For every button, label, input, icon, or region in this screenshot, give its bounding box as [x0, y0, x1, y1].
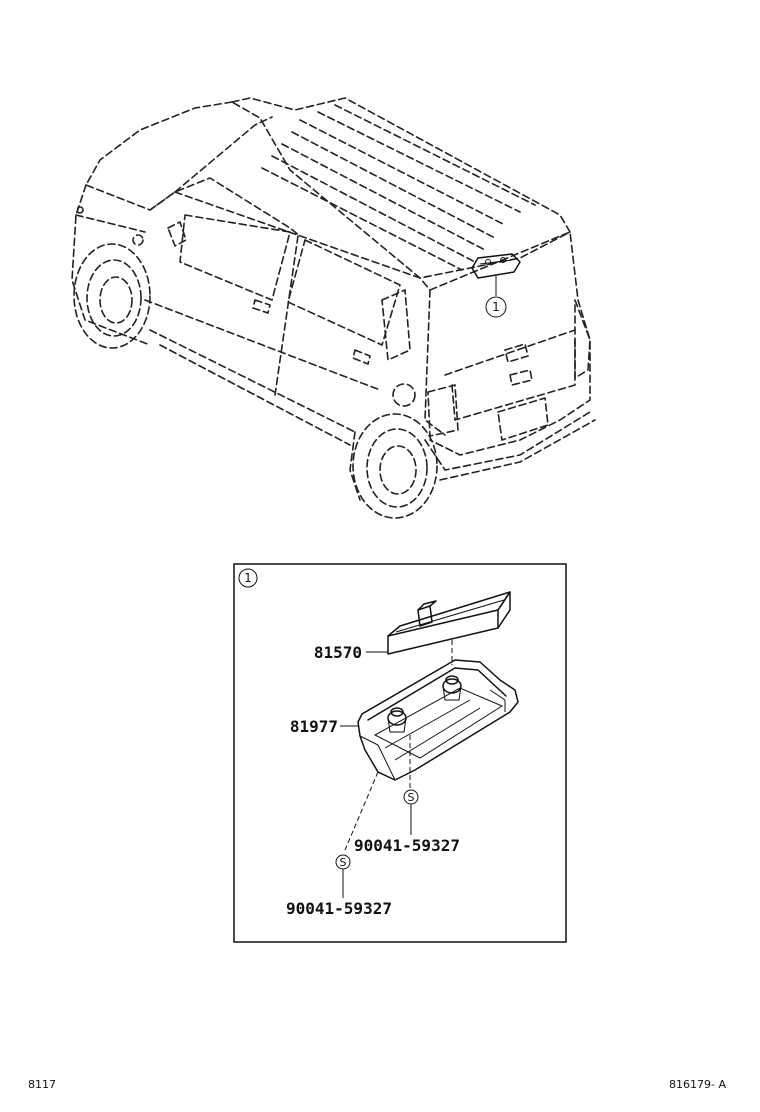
lamp-assy-part — [387, 591, 511, 665]
vehicle-stop-lamp — [471, 253, 521, 296]
lamp-assy-part-number: 81570 — [314, 643, 362, 662]
detail-frame — [233, 563, 567, 943]
detail-callout-marker: 1 — [238, 568, 258, 588]
screw-right-symbol-label: S — [408, 791, 415, 804]
screw-left-symbol: S — [335, 854, 351, 898]
footer-right-code: 816179- A — [669, 1078, 726, 1091]
footer-left-code: 8117 — [28, 1078, 56, 1091]
vehicle-callout-label: 1 — [492, 300, 500, 314]
vehicle-callout-marker: 1 — [485, 296, 507, 318]
roof-ribs — [261, 104, 536, 271]
screw-right-part-number: 90041-59327 — [354, 836, 460, 855]
screw-right-symbol: S — [403, 789, 419, 835]
vehicle-outline — [71, 97, 596, 519]
screw-left-part-number: 90041-59327 — [286, 899, 392, 918]
detail-callout-label: 1 — [244, 571, 252, 585]
screw-left-symbol-label: S — [340, 856, 347, 869]
cover-part — [344, 659, 519, 851]
cover-part-number: 81977 — [290, 717, 338, 736]
